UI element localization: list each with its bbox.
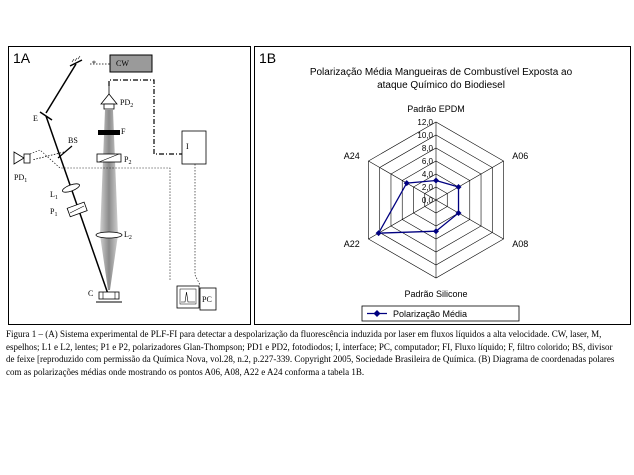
pd1-icon <box>13 151 25 165</box>
c-label: C <box>88 289 93 298</box>
cw-laser-box <box>109 54 153 73</box>
pd2-icon <box>100 93 118 105</box>
beam-bs-to-pd1 <box>31 151 65 161</box>
panel-b: 1B Polarização Média Mangueiras de Combu… <box>254 46 631 325</box>
interface-box <box>181 130 207 165</box>
spoke-2 <box>435 199 504 240</box>
radar-chart: 0,0 2,0 4,0 6,0 8,0 10,0 12,0 Padrão EPDM A06A08… <box>344 104 528 299</box>
pc-screen <box>179 288 197 305</box>
f-label: F <box>121 127 126 136</box>
series-0-point-1 <box>455 184 462 190</box>
tick-label-0: 0,0 <box>422 196 434 205</box>
tick-label-1: 2,0 <box>422 183 434 192</box>
series-0-point-2 <box>455 210 462 216</box>
beam-mirror-to-e <box>45 63 77 114</box>
polarizer-p2-diag <box>98 153 120 163</box>
p1-label-sub: 1 <box>54 212 57 218</box>
pc-signal-trace <box>181 291 195 303</box>
p1-label-pre: P <box>50 207 55 216</box>
category-label-1: A06 <box>512 151 528 161</box>
pd1-body <box>23 153 31 164</box>
pd2-body <box>103 103 115 110</box>
tick-label-5: 10,0 <box>417 131 433 140</box>
category-label-0: Padrão EPDM <box>407 104 465 114</box>
tick-label-3: 6,0 <box>422 157 434 166</box>
category-label-2: A08 <box>512 239 528 249</box>
pd2-label: PD2 <box>120 98 133 109</box>
series-0-point-3 <box>433 228 439 235</box>
tick-label-6: 12,0 <box>417 118 433 127</box>
beam-splitter-icon <box>57 145 73 159</box>
p2-label-pre: P <box>124 155 129 164</box>
series-0-point-0 <box>433 177 439 184</box>
chart-title-line-1: Polarização Média Mangueiras de Combustí… <box>310 67 573 78</box>
pc-label: PC <box>202 295 212 304</box>
interface-to-pc-wire <box>194 164 201 286</box>
pd1-label-sub: 1 <box>24 178 27 184</box>
l2-label-pre: L <box>124 230 129 239</box>
series-0-point-5 <box>403 180 410 187</box>
panel-a: 1A CW * E BS PD1 L1 P1 <box>8 46 251 325</box>
top-mirror-icon <box>69 55 83 67</box>
i-label: I <box>186 142 189 151</box>
figure-caption: Figura 1 – (A) Sistema experimental de P… <box>6 329 615 377</box>
category-label-5: A24 <box>344 151 360 161</box>
l1-label-pre: L <box>50 190 55 199</box>
l2-label-sub: 2 <box>129 235 132 241</box>
pd1-label: PD1 <box>14 173 27 184</box>
category-label-4: A22 <box>344 239 360 249</box>
pd1-signal-wire <box>29 149 171 280</box>
bs-label: BS <box>68 136 78 145</box>
spoke-5 <box>368 160 437 201</box>
panel-a-label: 1A <box>13 50 31 66</box>
chart-title-line-2: ataque Químico do Biodiesel <box>377 80 505 91</box>
category-label-3: Padrão Silicone <box>404 289 467 299</box>
pd1-label-pre: PD <box>14 173 24 182</box>
cw-label: CW <box>116 59 129 68</box>
pd2-label-pre: PD <box>120 98 130 107</box>
panel-a-border <box>8 46 251 325</box>
polarizer-p1-diag <box>69 205 85 214</box>
lens-l2-icon <box>95 231 123 239</box>
l2-label: L2 <box>124 230 132 241</box>
l1-label-sub: 1 <box>55 195 58 201</box>
fluorescence-beam-upper <box>100 110 118 235</box>
legend-marker <box>373 310 381 317</box>
p2-label: P2 <box>124 155 131 166</box>
mirror-mark: * <box>92 59 96 68</box>
panel-b-border <box>254 46 631 325</box>
pd2-signal-wire <box>108 79 182 155</box>
pc-tower-icon <box>199 287 217 311</box>
series-0-point-4 <box>375 230 382 237</box>
e-label: E <box>33 114 38 123</box>
l1-label: L1 <box>50 190 58 201</box>
filter-f-icon <box>98 130 120 135</box>
tick-label-4: 8,0 <box>422 144 434 153</box>
flow-cell-icon <box>98 291 120 300</box>
lens-l1-icon <box>62 183 80 193</box>
spoke-1 <box>435 160 504 201</box>
tick-label-2: 4,0 <box>422 170 434 179</box>
panel-b-label: 1B <box>259 50 276 66</box>
legend-label: Polarização Média <box>393 309 467 319</box>
p1-label: P1 <box>50 207 57 218</box>
pd2-label-sub: 2 <box>130 103 133 109</box>
p2-label-sub: 2 <box>128 160 131 166</box>
legend-box <box>361 305 520 322</box>
fluorescence-beam-lower <box>100 235 118 290</box>
